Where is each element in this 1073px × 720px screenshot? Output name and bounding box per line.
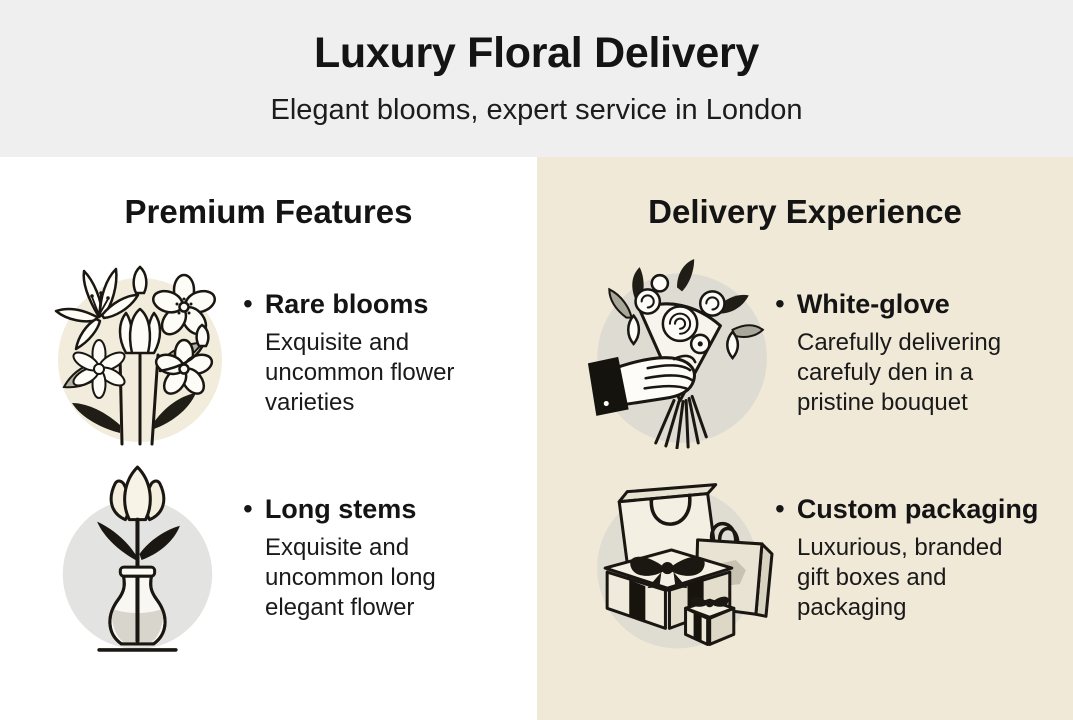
feature-title: Rare blooms — [264, 289, 429, 319]
feature-long-stems: • Long stems Exquisite and uncommon long… — [243, 493, 481, 623]
bullet-dot: • — [243, 288, 253, 319]
feature-rare-blooms: • Rare blooms Exquisite and uncommon flo… — [243, 288, 481, 418]
header-banner: Luxury Floral Delivery Elegant blooms, e… — [0, 0, 1073, 157]
feature-title: Custom packaging — [796, 494, 1039, 524]
tulip-vase-illustration — [62, 465, 213, 652]
premium-features-heading: Premium Features — [124, 193, 413, 230]
premium-features-panel: Premium Features — [0, 157, 537, 720]
gift-boxes-bags-icon — [579, 455, 775, 657]
feature-title: White-glove — [796, 289, 950, 319]
feature-description: Carefully delivering carefuly den in a p… — [797, 329, 1002, 416]
feature-custom-packaging: • Custom packaging Luxurious, branded gi… — [775, 493, 1038, 623]
page-subtitle: Elegant blooms, expert service in London — [270, 94, 803, 126]
bouquet-flowers-icon — [42, 257, 238, 449]
gloved-hand-bouquet-icon — [579, 257, 775, 449]
gift-boxes-bags-illustration — [597, 483, 774, 649]
bullet-dot: • — [775, 493, 785, 524]
feature-description: Exquisite and uncommon long elegant flow… — [265, 534, 436, 621]
bouquet-flowers-illustration — [54, 265, 222, 446]
tulip-vase-icon — [42, 455, 238, 657]
feature-description: Exquisite and uncommon flower varieties — [265, 329, 455, 416]
feature-white-glove: • White-glove Carefully delivering caref… — [775, 288, 1035, 418]
delivery-experience-heading: Delivery Experience — [648, 193, 962, 230]
bullet-dot: • — [775, 288, 785, 319]
page-title: Luxury Floral Delivery — [313, 29, 760, 77]
bullet-dot: • — [243, 493, 253, 524]
feature-title: Long stems — [264, 494, 417, 524]
gloved-hand-bouquet-illustration — [587, 259, 767, 449]
feature-description: Luxurious, branded gift boxes and packag… — [797, 534, 1003, 621]
delivery-experience-panel: Delivery Experience — [537, 157, 1073, 720]
